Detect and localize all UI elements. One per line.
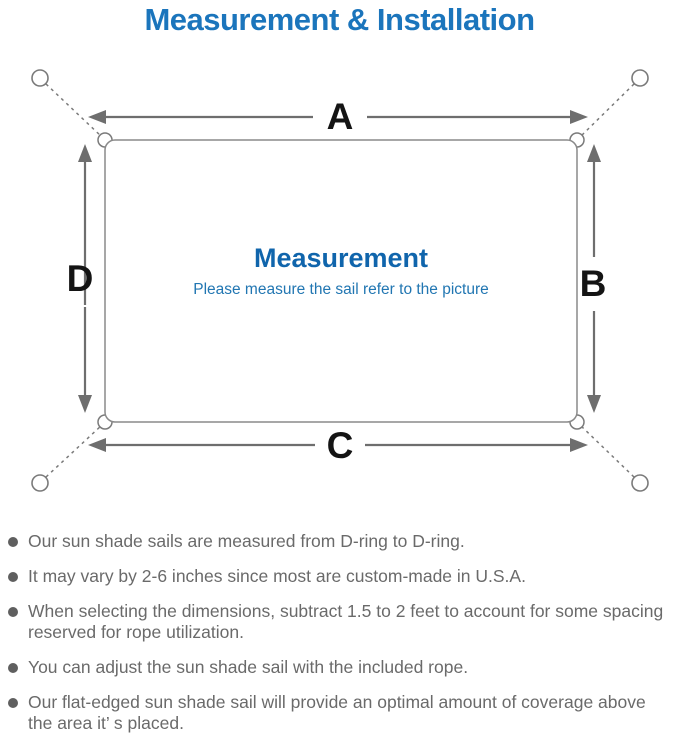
- bullet-icon: [8, 537, 18, 547]
- dimension-b-arrowhead-top: [587, 144, 601, 162]
- dimension-d-arrowhead-bottom: [78, 395, 92, 413]
- note-line: It may vary by 2-6 inches since most are…: [28, 566, 526, 586]
- bullet-icon: [8, 663, 18, 673]
- list-item: Our flat-edged sun shade sail will provi…: [8, 692, 674, 734]
- dimension-a-arrowhead-left: [88, 110, 106, 124]
- dimension-c-arrowhead-left: [88, 438, 106, 452]
- note-line: When selecting the dimensions, subtract …: [28, 601, 664, 621]
- list-item: You can adjust the sun shade sail with t…: [8, 657, 674, 678]
- notes-list: Our sun shade sails are measured from D-…: [8, 531, 674, 739]
- dimension-d-arrowhead-top: [78, 144, 92, 162]
- note-line: You can adjust the sun shade sail with t…: [28, 657, 469, 677]
- rope-dashed-line-top-right: [579, 83, 635, 138]
- note-text: You can adjust the sun shade sail with t…: [28, 657, 468, 678]
- sail-measurement-diagram: A C D B Measurement Please measure the s…: [31, 69, 649, 492]
- dimension-label-a: A: [327, 96, 354, 137]
- rope-dashed-line-bottom-right: [579, 424, 635, 478]
- note-text: It may vary by 2-6 inches since most are…: [28, 566, 526, 587]
- note-line: the area it’ s placed.: [28, 713, 184, 733]
- note-text: Our sun shade sails are measured from D-…: [28, 531, 465, 552]
- dimension-label-c: C: [327, 425, 354, 466]
- note-line: Our flat-edged sun shade sail will provi…: [28, 692, 646, 712]
- dimension-label-d: D: [67, 258, 94, 299]
- bullet-icon: [8, 698, 18, 708]
- list-item: It may vary by 2-6 inches since most are…: [8, 566, 674, 587]
- center-subtitle: Please measure the sail refer to the pic…: [193, 281, 489, 298]
- center-heading: Measurement: [254, 243, 428, 273]
- dimension-c-arrowhead-right: [570, 438, 588, 452]
- list-item: When selecting the dimensions, subtract …: [8, 601, 674, 643]
- list-item: Our sun shade sails are measured from D-…: [8, 531, 674, 552]
- dimension-label-b: B: [580, 263, 607, 304]
- rope-dashed-line-bottom-left: [45, 424, 103, 478]
- page-title: Measurement & Installation: [144, 2, 535, 37]
- bullet-icon: [8, 607, 18, 617]
- rope-dashed-line-top-left: [45, 83, 103, 138]
- anchor-ring-bottom-right: [631, 474, 649, 492]
- note-line: Our sun shade sails are measured from D-…: [28, 531, 465, 551]
- note-text: When selecting the dimensions, subtract …: [28, 601, 663, 643]
- note-text: Our flat-edged sun shade sail will provi…: [28, 692, 646, 734]
- anchor-ring-top-left: [31, 69, 49, 87]
- dimension-a-arrowhead-right: [570, 110, 588, 124]
- anchor-ring-bottom-left: [31, 474, 49, 492]
- bullet-icon: [8, 572, 18, 582]
- note-line: reserved for rope utilization.: [28, 622, 244, 642]
- sail-rectangle: [104, 139, 578, 423]
- anchor-ring-top-right: [631, 69, 649, 87]
- dimension-b-arrowhead-bottom: [587, 395, 601, 413]
